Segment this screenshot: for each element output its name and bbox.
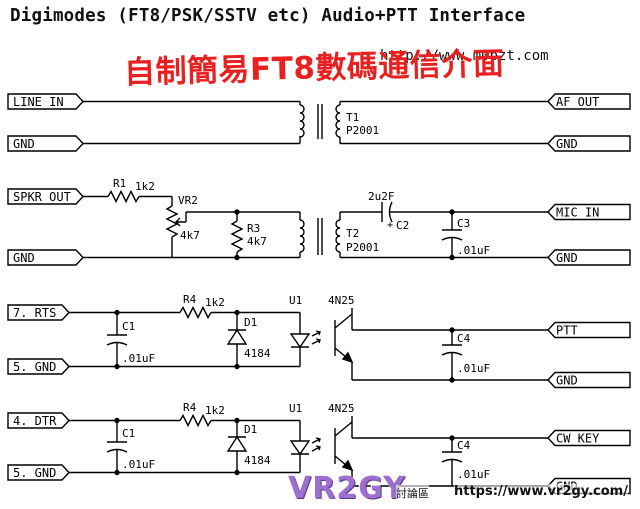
- port-gnd-mic: GND: [547, 249, 631, 266]
- c4-plate-b: [441, 351, 463, 356]
- watermark-forum: 討論區: [396, 485, 429, 501]
- port-gnd-2: GND: [7, 249, 84, 266]
- d1b-label: D1: [244, 423, 257, 436]
- vr2-potentiometer: [165, 205, 179, 238]
- r3-value: 4k7: [247, 235, 267, 248]
- u1-led: [289, 333, 311, 349]
- port-label: GND: [556, 137, 578, 151]
- port-label: GND: [556, 251, 578, 265]
- port-label: GND: [556, 374, 578, 388]
- r1-resistor: [107, 189, 140, 204]
- u1-part: 4N25: [328, 294, 355, 307]
- u1b-led: [289, 440, 311, 456]
- c4-label: C4: [457, 332, 471, 345]
- port-label: LINE IN: [13, 95, 64, 109]
- r3-resistor: [230, 220, 244, 253]
- port-label: GND: [13, 137, 35, 151]
- vr2-label: VR2: [178, 194, 198, 207]
- port-cw-key: CW KEY: [547, 429, 631, 447]
- r1-label: R1: [113, 177, 126, 190]
- watermark: VR2GY 討論區 https://www.vr2gy.com/: [286, 471, 640, 506]
- port-gnd-rts: 5. GND: [7, 358, 70, 375]
- c3-plate-b: [441, 236, 463, 241]
- c4-value: .01uF: [457, 362, 490, 375]
- c4b-value: .01uF: [457, 468, 490, 481]
- port-mic-in: MIC IN: [547, 203, 631, 221]
- r4-resistor: [179, 305, 212, 320]
- port-label: GND: [13, 251, 35, 265]
- d1-diode: [226, 328, 248, 345]
- t1-label: T1: [346, 111, 359, 124]
- port-line-in: LINE IN: [7, 93, 84, 110]
- port-dtr: 4. DTR: [7, 412, 70, 429]
- port-ptt: PTT: [547, 321, 631, 339]
- port-label: 5. GND: [13, 360, 56, 374]
- port-label: 5. GND: [13, 466, 56, 480]
- page-title: Digimodes (FT8/PSK/SSTV etc) Audio+PTT I…: [10, 6, 526, 26]
- port-gnd-ptt: GND: [547, 371, 631, 389]
- c4b-plate-b: [441, 458, 463, 463]
- u1b-part: 4N25: [328, 402, 355, 415]
- r4-label: R4: [183, 293, 197, 306]
- t1-part: P2001: [346, 124, 379, 137]
- port-label: PTT: [556, 324, 578, 338]
- t2-secondary-coil: [335, 219, 341, 253]
- port-gnd-1: GND: [7, 135, 84, 152]
- d1b-value: 4184: [244, 454, 271, 467]
- d1-value: 4184: [244, 347, 271, 360]
- c2-plus: +: [387, 220, 393, 231]
- website-url: http://www.m0pzt.com: [380, 48, 549, 64]
- r4-value: 1k2: [205, 296, 225, 309]
- t2-label: T2: [346, 227, 359, 240]
- r3-label: R3: [247, 222, 260, 235]
- watermark-logo: VR2GY: [288, 471, 406, 506]
- vr2-value: 4k7: [180, 229, 200, 242]
- t1-primary-coil: [299, 104, 305, 138]
- r1-value: 1k2: [135, 180, 155, 193]
- r4b-label: R4: [183, 401, 197, 414]
- c1b-plate-b: [106, 448, 128, 453]
- c2-value: 2u2F: [368, 190, 395, 203]
- c1b-label: C1: [122, 427, 135, 440]
- port-gnd-af: GND: [547, 135, 631, 152]
- c2-plate-b: [388, 201, 393, 223]
- port-label: 7. RTS: [13, 306, 56, 320]
- t2-part: P2001: [346, 241, 379, 254]
- port-label: MIC IN: [556, 206, 599, 220]
- r4b-value: 1k2: [205, 404, 225, 417]
- c4b-label: C4: [457, 439, 471, 452]
- t1-secondary-coil: [335, 104, 341, 138]
- watermark-url[interactable]: https://www.vr2gy.com/: [454, 484, 628, 499]
- c3-label: C3: [457, 217, 470, 230]
- port-gnd-dtr: 5. GND: [7, 464, 70, 481]
- port-rts: 7. RTS: [7, 304, 70, 321]
- port-label: AF OUT: [556, 95, 599, 109]
- c3-value: .01uF: [457, 244, 490, 257]
- u1-label: U1: [289, 294, 302, 307]
- port-label: CW KEY: [556, 432, 600, 446]
- d1b-diode: [226, 435, 248, 452]
- r4b-resistor: [179, 413, 212, 428]
- t2-primary-coil: [299, 219, 305, 253]
- d1-label: D1: [244, 316, 257, 329]
- c1-label: C1: [122, 320, 135, 333]
- port-spkr-out: SPKR OUT: [7, 188, 84, 205]
- c2-label: C2: [396, 219, 409, 232]
- port-label: 4. DTR: [13, 414, 57, 428]
- port-af-out: AF OUT: [547, 93, 631, 110]
- port-label: SPKR OUT: [13, 190, 71, 204]
- c1b-value: .01uF: [122, 458, 155, 471]
- c1-plate-b: [106, 341, 128, 346]
- c1-value: .01uF: [122, 352, 155, 365]
- u1b-label: U1: [289, 402, 302, 415]
